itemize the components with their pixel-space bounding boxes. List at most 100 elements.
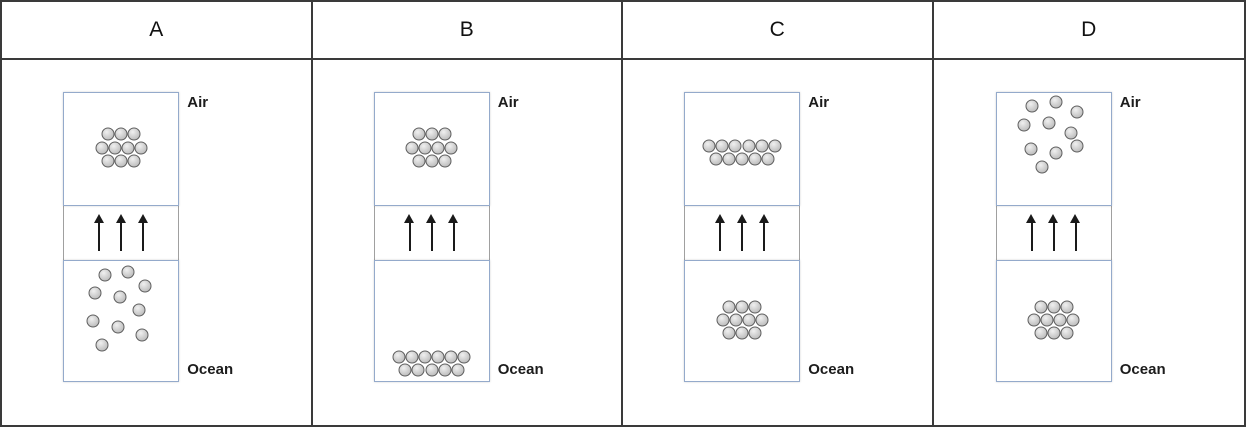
particle — [438, 154, 452, 168]
up-arrow-icon — [137, 214, 148, 251]
particle — [418, 141, 432, 155]
ocean-label: Ocean — [1119, 361, 1166, 378]
particle — [431, 141, 445, 155]
particle — [88, 286, 102, 300]
particle — [127, 127, 141, 141]
particle — [392, 350, 406, 364]
header-cell-b: B — [312, 2, 623, 60]
particle — [101, 154, 115, 168]
air-particles — [64, 93, 178, 205]
particle — [95, 338, 109, 352]
particle — [1047, 300, 1061, 314]
particle — [1024, 142, 1038, 156]
particle — [728, 139, 742, 153]
particle — [425, 154, 439, 168]
up-arrow-icon — [1070, 214, 1081, 251]
transfer-channel — [373, 206, 490, 260]
transfer-channel — [995, 206, 1112, 260]
particle — [438, 127, 452, 141]
particle — [709, 152, 723, 166]
particle — [121, 141, 135, 155]
particle — [1049, 95, 1063, 109]
particle — [735, 326, 749, 340]
particle — [86, 314, 100, 328]
panel-b-cell: Air Ocean — [313, 60, 623, 425]
air-label: Air — [497, 94, 519, 111]
up-arrow-icon — [93, 214, 104, 251]
air-particles — [997, 93, 1111, 205]
ocean-label: Ocean — [497, 361, 544, 378]
particle — [1034, 300, 1048, 314]
option-label-d: D — [1081, 18, 1097, 41]
particle — [742, 313, 756, 327]
up-arrow-icon — [758, 214, 769, 251]
particle — [457, 350, 471, 364]
up-arrow-icon — [714, 214, 725, 251]
particle — [108, 141, 122, 155]
particle — [138, 279, 152, 293]
ocean-particles — [685, 261, 799, 381]
diagram-b: Air Ocean — [373, 92, 560, 382]
particle — [121, 265, 135, 279]
panel-a-cell: Air Ocean — [2, 60, 313, 425]
header-cell-a: A — [2, 2, 313, 60]
diagram-c-stack — [684, 92, 801, 382]
transfer-channel — [684, 206, 801, 260]
particle — [1042, 116, 1056, 130]
panel-c-cell: Air Ocean — [623, 60, 934, 425]
air-box — [995, 92, 1112, 206]
ocean-particles — [375, 261, 489, 381]
particle — [418, 350, 432, 364]
up-arrow-icon — [426, 214, 437, 251]
header-cell-d: D — [933, 2, 1244, 60]
diagram-d-stack — [995, 92, 1112, 382]
particle — [451, 363, 465, 377]
particle — [742, 139, 756, 153]
air-label: Air — [187, 94, 209, 111]
particle — [101, 127, 115, 141]
particle — [1070, 105, 1084, 119]
diagram-a: Air Ocean — [63, 92, 249, 382]
ocean-box — [995, 260, 1112, 382]
air-box — [684, 92, 801, 206]
air-box — [373, 92, 490, 206]
particle — [411, 363, 425, 377]
transfer-channel — [63, 206, 180, 260]
air-label: Air — [1119, 94, 1141, 111]
particle — [761, 152, 775, 166]
panel-d-cell: Air Ocean — [934, 60, 1245, 425]
particle — [135, 328, 149, 342]
diagram-b-stack — [373, 92, 490, 382]
particle — [748, 152, 762, 166]
up-arrow-icon — [448, 214, 459, 251]
particle — [1034, 326, 1048, 340]
air-label: Air — [808, 94, 830, 111]
particle — [398, 363, 412, 377]
particle — [412, 154, 426, 168]
option-label-b: B — [459, 18, 474, 41]
particle — [748, 326, 762, 340]
air-particles — [375, 93, 489, 205]
particle — [722, 300, 736, 314]
particle — [114, 127, 128, 141]
particle — [702, 139, 716, 153]
particle — [1060, 326, 1074, 340]
particle — [1060, 300, 1074, 314]
particle — [1064, 126, 1078, 140]
particle — [412, 127, 426, 141]
diagram-c: Air Ocean — [684, 92, 870, 382]
particle — [1070, 139, 1084, 153]
particle — [768, 139, 782, 153]
air-particles — [685, 93, 799, 205]
particle — [1025, 99, 1039, 113]
particle — [431, 350, 445, 364]
ocean-label: Ocean — [808, 361, 855, 378]
particle — [113, 290, 127, 304]
particle — [405, 141, 419, 155]
diagram-d: Air Ocean — [995, 92, 1182, 382]
particle — [1047, 326, 1061, 340]
up-arrow-icon — [736, 214, 747, 251]
particle — [425, 363, 439, 377]
particle — [729, 313, 743, 327]
